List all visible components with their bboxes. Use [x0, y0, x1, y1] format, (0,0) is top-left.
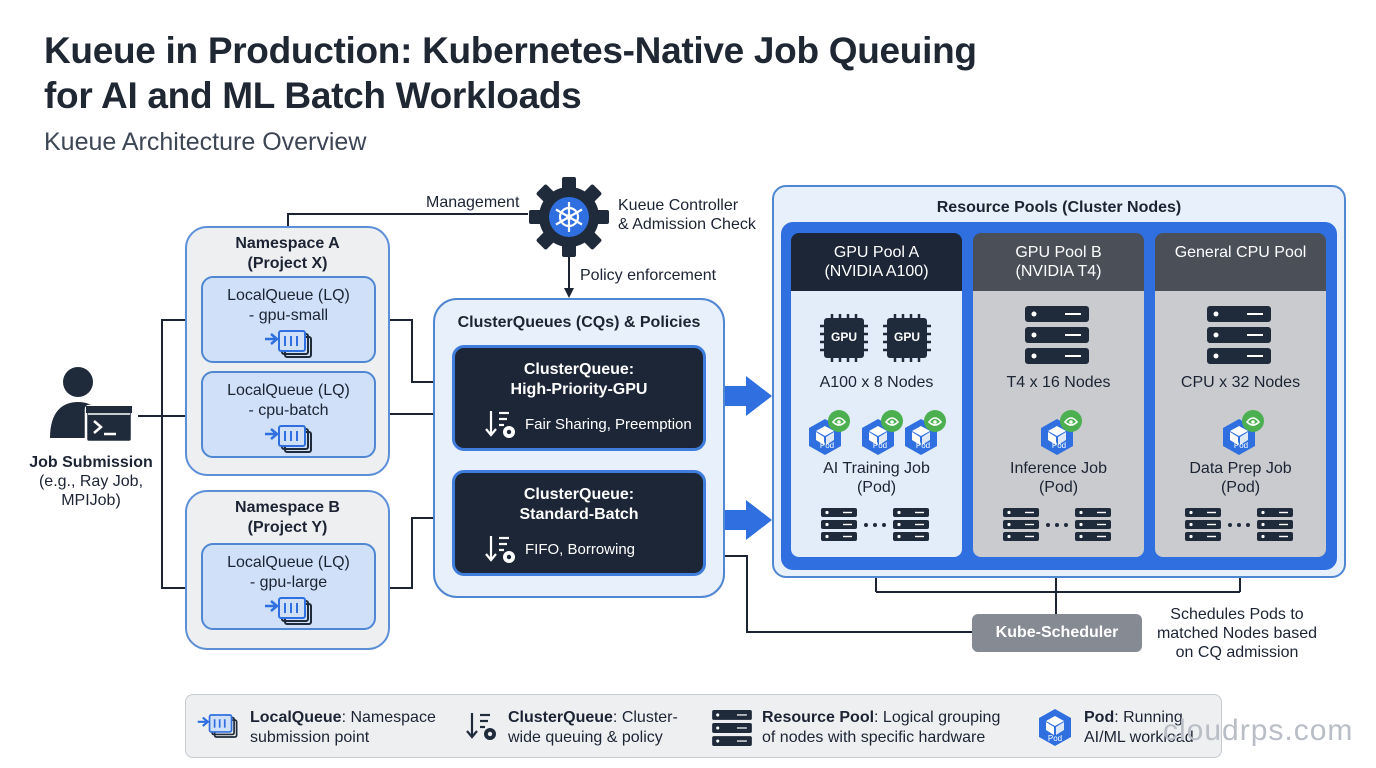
pod-label: Pod: [915, 441, 931, 450]
resource-pools-title: Resource Pools (Cluster Nodes): [936, 199, 1182, 216]
clusterqueue-name: ClusterQueue: High-Priority-GPU: [510, 361, 648, 398]
arrow-scheduler-to-cq: [706, 551, 972, 633]
ellipsis-icon: [1046, 523, 1068, 527]
node-server-icon: [1002, 507, 1040, 542]
clusterqueue-name: ClusterQueue: Standard-Batch: [519, 486, 639, 523]
ellipsis-icon: [864, 523, 886, 527]
pool-icons-layer: [808, 305, 1294, 542]
gpu-chip-label: GPU: [893, 330, 920, 344]
namespace-b-title: Namespace B (Project Y): [235, 499, 340, 536]
gpu-chip-label: GPU: [830, 330, 857, 344]
localqueue-gpu-small[interactable]: LocalQueue (LQ) - gpu-small: [201, 276, 376, 363]
arrow-gpu-large-to-cq: [376, 513, 454, 589]
node-server-icon: [1256, 507, 1294, 542]
namespace-a-title: Namespace A (Project X): [235, 235, 340, 272]
page-subtitle: Kueue Architecture Overview: [44, 128, 367, 156]
clusterqueue-policy: Fair Sharing, Preemption: [525, 416, 692, 433]
gpu-pool-b[interactable]: GPU Pool B (NVIDIA T4): [973, 233, 1144, 557]
ellipsis-icon: [1228, 523, 1250, 527]
pool-header: GPU Pool B (NVIDIA T4): [973, 233, 1144, 291]
clusterqueue-legend-icon: [466, 713, 496, 740]
pod-label: Pod: [872, 441, 888, 450]
pod-label: Pod: [1233, 441, 1249, 450]
node-server-icon: [892, 507, 930, 542]
arrow-gpu-small-to-cq: [376, 319, 454, 387]
legend-clusterqueue: ClusterQueue: Cluster- wide queuing & po…: [508, 709, 678, 746]
clusterqueues-title: ClusterQueues (CQs) & Policies: [457, 314, 701, 331]
management-label: Management: [426, 194, 520, 211]
kueue-controller-label: Kueue Controller & Admission Check: [618, 197, 756, 233]
clusterqueue-standard-batch[interactable]: ClusterQueue: Standard-Batch FIFO, Borro…: [452, 470, 706, 576]
localqueue-legend-icon: [197, 714, 238, 738]
pool-b-nodes: T4 x 16 Nodes: [1006, 374, 1111, 391]
localqueue-cpu-batch[interactable]: LocalQueue (LQ) - cpu-batch: [201, 371, 376, 458]
pod-legend-icon: [1039, 709, 1071, 746]
node-server-icon: [820, 507, 858, 542]
pool-a-nodes: A100 x 8 Nodes: [819, 374, 934, 391]
legend-pod: Pod: Running AI/ML workload: [1084, 709, 1194, 746]
sort-settings-icon: [485, 411, 515, 438]
pool-b-job: Inference Job (Pod): [1010, 460, 1107, 496]
kube-scheduler[interactable]: Kube-Scheduler: [972, 614, 1142, 652]
node-server-icon: [1074, 507, 1112, 542]
pool-header: GPU Pool A (NVIDIA A100): [791, 233, 962, 291]
pod-label: Pod: [1047, 734, 1063, 743]
legend-localqueue: LocalQueue: Namespace submission point: [250, 709, 436, 746]
scheduler-note: Schedules Pods to matched Nodes based on…: [1156, 606, 1318, 661]
user-terminal-icon: [48, 366, 136, 446]
management-line: [287, 213, 528, 228]
clusterqueue-policy: FIFO, Borrowing: [525, 541, 636, 558]
job-submission-label: Job Submission (e.g., Ray Job, MPIJob): [29, 454, 153, 509]
pool-header: General CPU Pool: [1155, 233, 1326, 291]
server-rack-icon: [1206, 305, 1272, 365]
localqueue-icon: [264, 425, 312, 453]
cpu-pool-nodes: CPU x 32 Nodes: [1180, 374, 1301, 391]
watermark: cloudrps.com: [1163, 714, 1354, 747]
pod-label: Pod: [1051, 441, 1067, 450]
policy-enforcement-label: Policy enforcement: [580, 267, 717, 284]
localqueue-icon: [264, 597, 312, 625]
localqueue-gpu-large[interactable]: LocalQueue (LQ) - gpu-large: [201, 543, 376, 630]
clusterqueue-high-priority-gpu[interactable]: ClusterQueue: High-Priority-GPU Fair Sha…: [452, 345, 706, 451]
kueue-controller-gear-icon[interactable]: [528, 176, 610, 258]
cpu-pool-job: Data Prep Job (Pod): [1189, 460, 1292, 496]
server-rack-icon: [1024, 305, 1090, 365]
page-title: Kueue in Production: Kubernetes-Native J…: [44, 30, 977, 116]
pool-a-job: AI Training Job (Pod): [823, 460, 930, 496]
sort-settings-icon: [485, 536, 515, 563]
node-server-icon: [1184, 507, 1222, 542]
localqueue-icon: [264, 330, 312, 358]
legend-resource-pool: Resource Pool: Logical grouping of nodes…: [762, 709, 1001, 746]
pod-label: Pod: [819, 441, 835, 450]
resource-pool-legend-icon: [712, 710, 752, 746]
